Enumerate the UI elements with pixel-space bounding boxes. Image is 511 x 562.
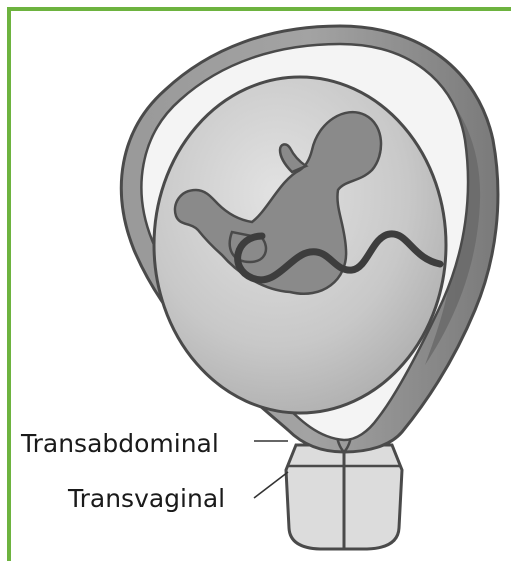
transabdominal-label: Transabdominal [21,431,219,456]
cervix [286,445,402,549]
transvaginal-leader [254,472,288,498]
transvaginal-label: Transvaginal [68,486,225,511]
